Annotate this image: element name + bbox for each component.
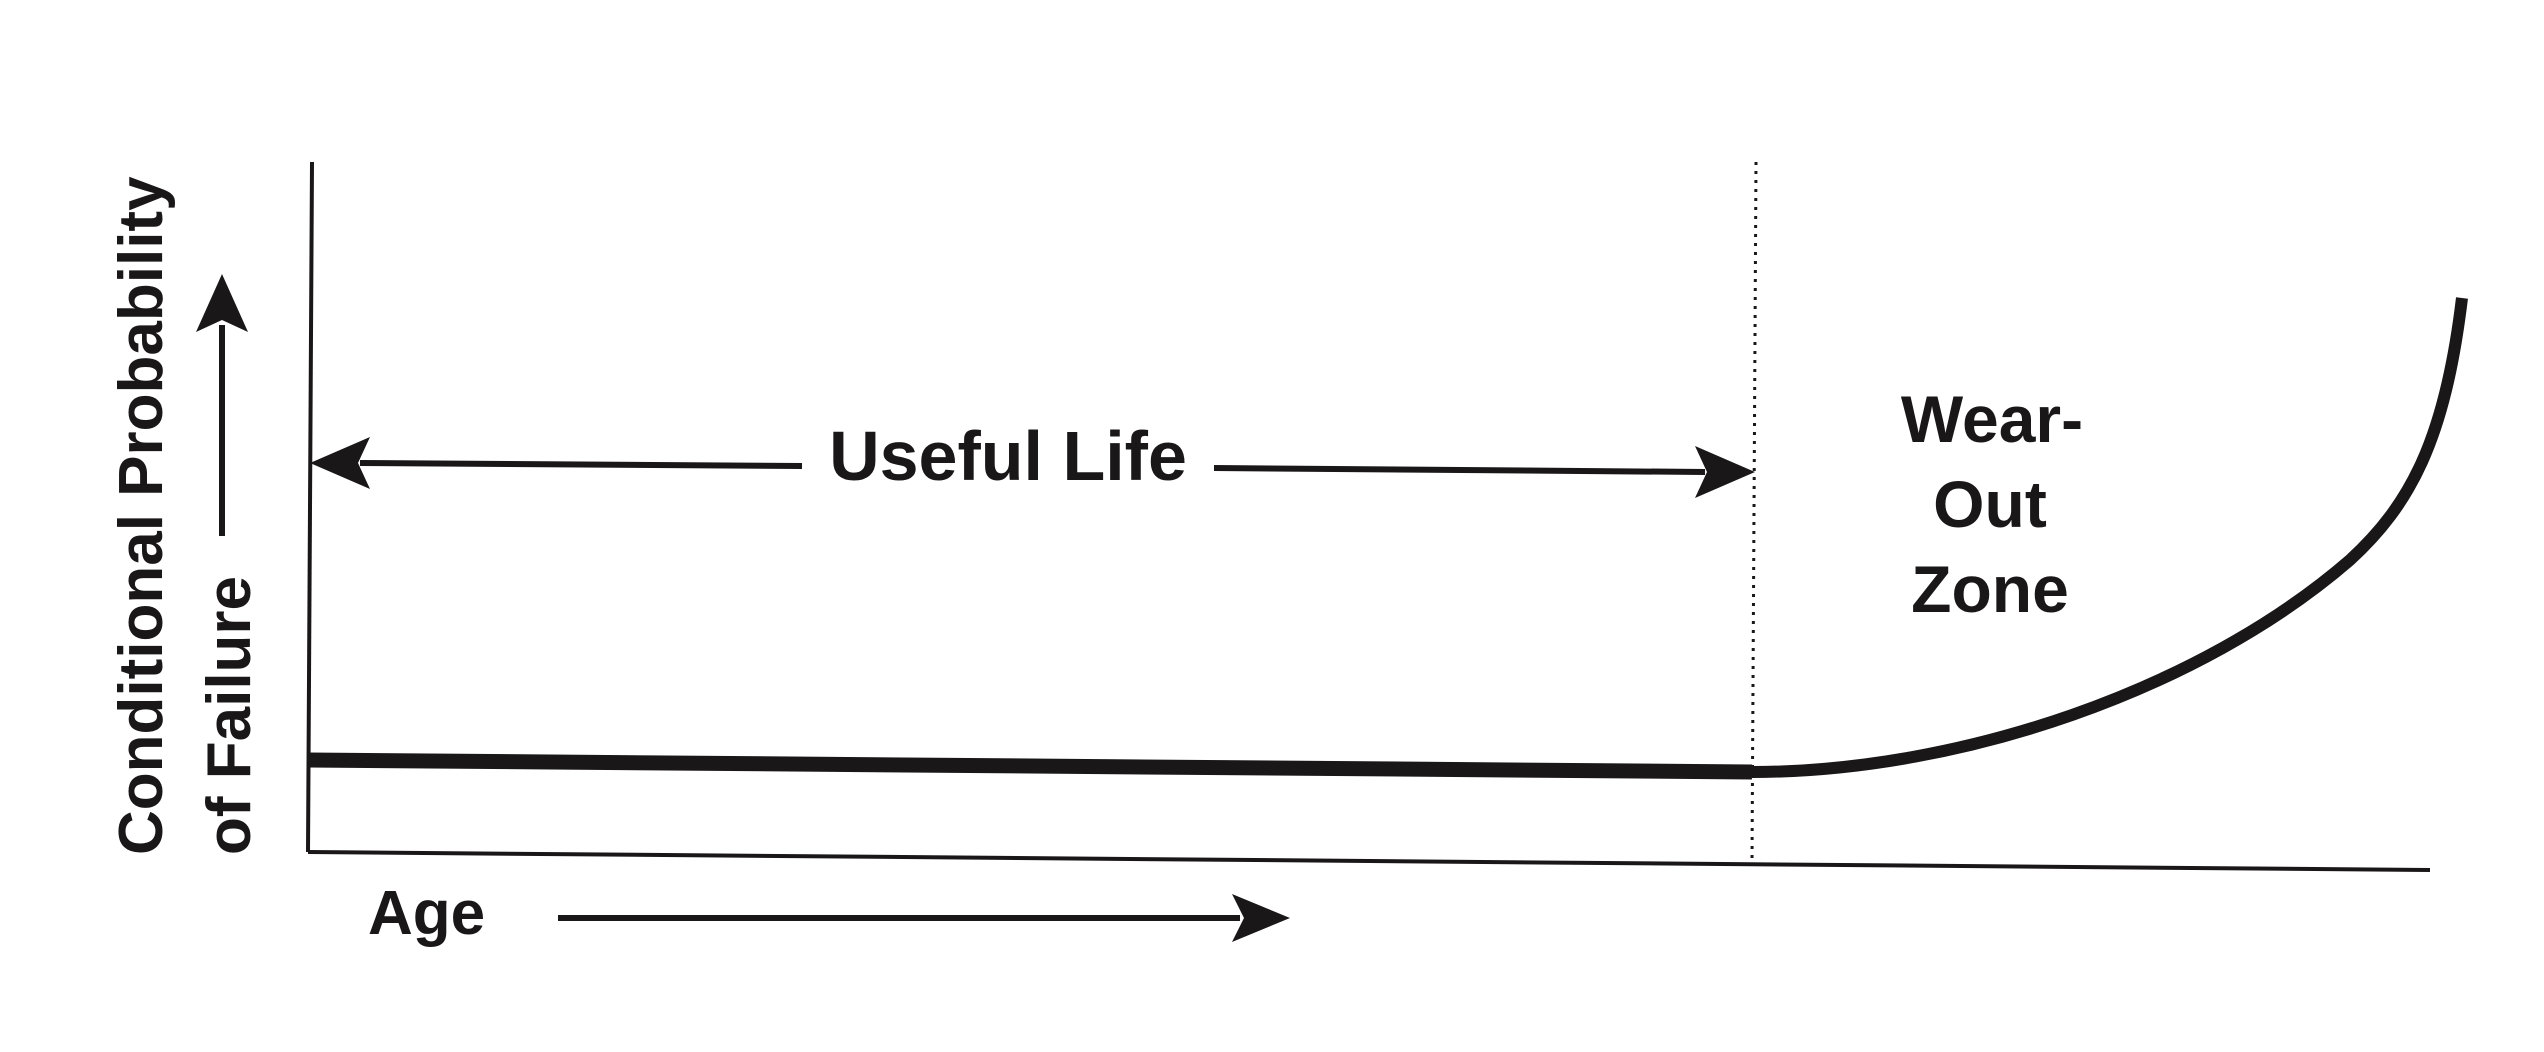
wear-out-zone-label-line2: Out	[1933, 467, 2047, 541]
useful-life-arrow-left-shaft	[359, 460, 803, 469]
y-axis-direction-arrowhead	[196, 274, 248, 332]
failure-probability-curve	[308, 298, 2462, 772]
failure-curve-wear-out-segment	[1751, 297, 2468, 778]
y-axis-line	[306, 161, 314, 853]
age-direction-arrowhead	[1232, 894, 1290, 942]
wear-out-zone-label-line1: Wear-	[1901, 382, 2083, 456]
useful-life-left-arrowhead	[310, 437, 370, 489]
wear-out-zone-label-line3: Zone	[1911, 552, 2069, 626]
useful-life-arrow-right-shaft	[1213, 465, 1706, 475]
x-axis-line	[307, 850, 2431, 872]
wear-out-boundary-line	[1750, 161, 1758, 861]
failure-curve-flat-segment	[307, 752, 1753, 780]
useful-life-label: Useful Life	[829, 417, 1187, 495]
y-axis-label-line2: of Failure	[195, 576, 264, 855]
y-axis-label-line1: Conditional Probability	[107, 176, 176, 855]
x-axis-label: Age	[368, 879, 485, 948]
useful-life-right-arrowhead	[1695, 446, 1755, 498]
